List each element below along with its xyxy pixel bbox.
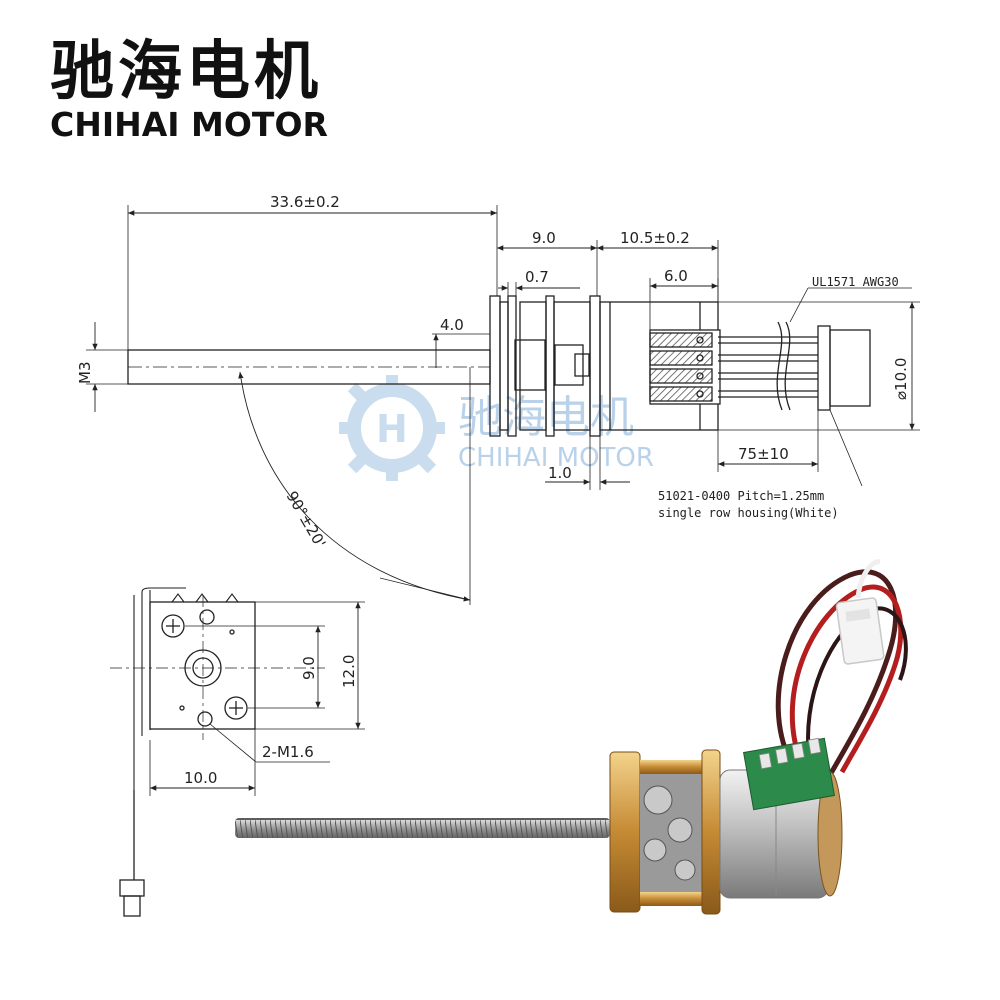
end-plate-outline bbox=[149, 601, 256, 730]
dim-bend-angle: 90°±20' bbox=[283, 488, 330, 551]
connector-note-line1: 51021-0400 Pitch=1.25mm bbox=[658, 489, 824, 503]
screw-icon bbox=[224, 696, 248, 720]
gear-logo-icon: H bbox=[339, 375, 445, 481]
dim-screw-spec: 2-M1.6 bbox=[262, 743, 314, 761]
dim-connector-width: 6.0 bbox=[664, 267, 688, 285]
connector-note-line2: single row housing(White) bbox=[658, 506, 839, 520]
brand-name-chinese: 驰海电机 bbox=[50, 35, 322, 109]
brand-name-english: CHIHAI MOTOR bbox=[50, 105, 328, 144]
connector-outline bbox=[817, 325, 871, 411]
svg-text:H: H bbox=[376, 407, 408, 451]
gear-icon bbox=[643, 785, 696, 881]
watermark-name-english: CHIHAI MOTOR bbox=[458, 443, 654, 473]
dim-thread-size: M3 bbox=[76, 362, 94, 385]
dim-diameter: ⌀10.0 bbox=[892, 358, 910, 400]
product-photo bbox=[235, 559, 908, 915]
dim-gearbox-length: 9.0 bbox=[532, 229, 556, 247]
motor-body-outline bbox=[599, 301, 721, 431]
dim-plate-width: 10.0 bbox=[184, 769, 217, 787]
dim-flange: 1.0 bbox=[548, 464, 572, 482]
side-view bbox=[86, 205, 920, 605]
dim-shaft-offset: 4.0 bbox=[440, 316, 464, 334]
dim-hole-spacing: 9.0 bbox=[300, 656, 318, 680]
wire-spec-label: UL1571 AWG30 bbox=[812, 275, 899, 289]
lead-screw bbox=[235, 818, 610, 838]
dim-cable-length: 75±10 bbox=[738, 445, 789, 463]
dim-plate-height: 12.0 bbox=[340, 655, 358, 688]
dim-motor-length: 10.5±0.2 bbox=[620, 229, 690, 247]
dim-plate-thickness: 0.7 bbox=[525, 268, 549, 286]
screw-icon bbox=[161, 614, 185, 638]
end-view bbox=[110, 587, 365, 917]
connector-icon bbox=[835, 597, 885, 665]
dim-total-length: 33.6±0.2 bbox=[270, 193, 340, 211]
watermark: H 驰海电机 CHIHAI MOTOR bbox=[339, 375, 654, 481]
wire-bundle bbox=[718, 321, 818, 411]
gearbox-outline bbox=[489, 295, 601, 437]
